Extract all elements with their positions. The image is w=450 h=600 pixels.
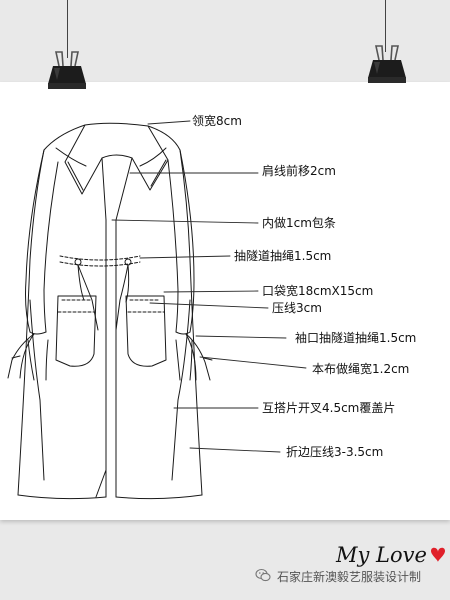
wechat-icon: [255, 568, 271, 582]
binder-clip-icon: [48, 51, 86, 89]
label-pocket-size: 口袋宽18cmX15cm: [262, 284, 374, 298]
cuff-ties: [7, 333, 213, 381]
binder-clip-icon: [368, 45, 406, 83]
heart-icon: [431, 547, 445, 562]
label-shoulder-seam: 肩线前移2cm: [262, 164, 336, 178]
watermark-account: 石家庄新澳毅艺服装设计制: [277, 570, 422, 584]
center-placket: [95, 157, 133, 498]
shoulder-seams: [55, 147, 167, 167]
hanging-wire-left: [67, 0, 68, 58]
label-self-fabric-cord: 本布做绳宽1.2cm: [312, 362, 410, 376]
label-hem-topstitch: 折边压线3-3.5cm: [286, 445, 384, 459]
pockets: [55, 295, 167, 367]
label-overlap-slit: 互搭片开叉4.5cm覆盖片: [262, 401, 396, 415]
leader-lines: [111, 120, 307, 453]
svg-text:My Love: My Love: [335, 543, 427, 567]
sleeves: [25, 149, 195, 381]
label-inner-binding: 内做1cm包条: [262, 216, 336, 230]
label-waist-drawstring: 抽隧道抽绳1.5cm: [234, 249, 332, 263]
label-topstitch: 压线3cm: [272, 301, 322, 315]
label-collar-width: 领宽8cm: [192, 114, 242, 128]
waist-drawstring: [59, 255, 141, 331]
hanging-wire-right: [385, 0, 386, 52]
technical-sheet: [0, 82, 450, 520]
label-cuff-drawstring: 袖口抽隧道抽绳1.5cm: [295, 331, 417, 345]
signature: My Love: [335, 543, 445, 567]
coat-body: [17, 124, 203, 500]
collar: [64, 122, 169, 195]
